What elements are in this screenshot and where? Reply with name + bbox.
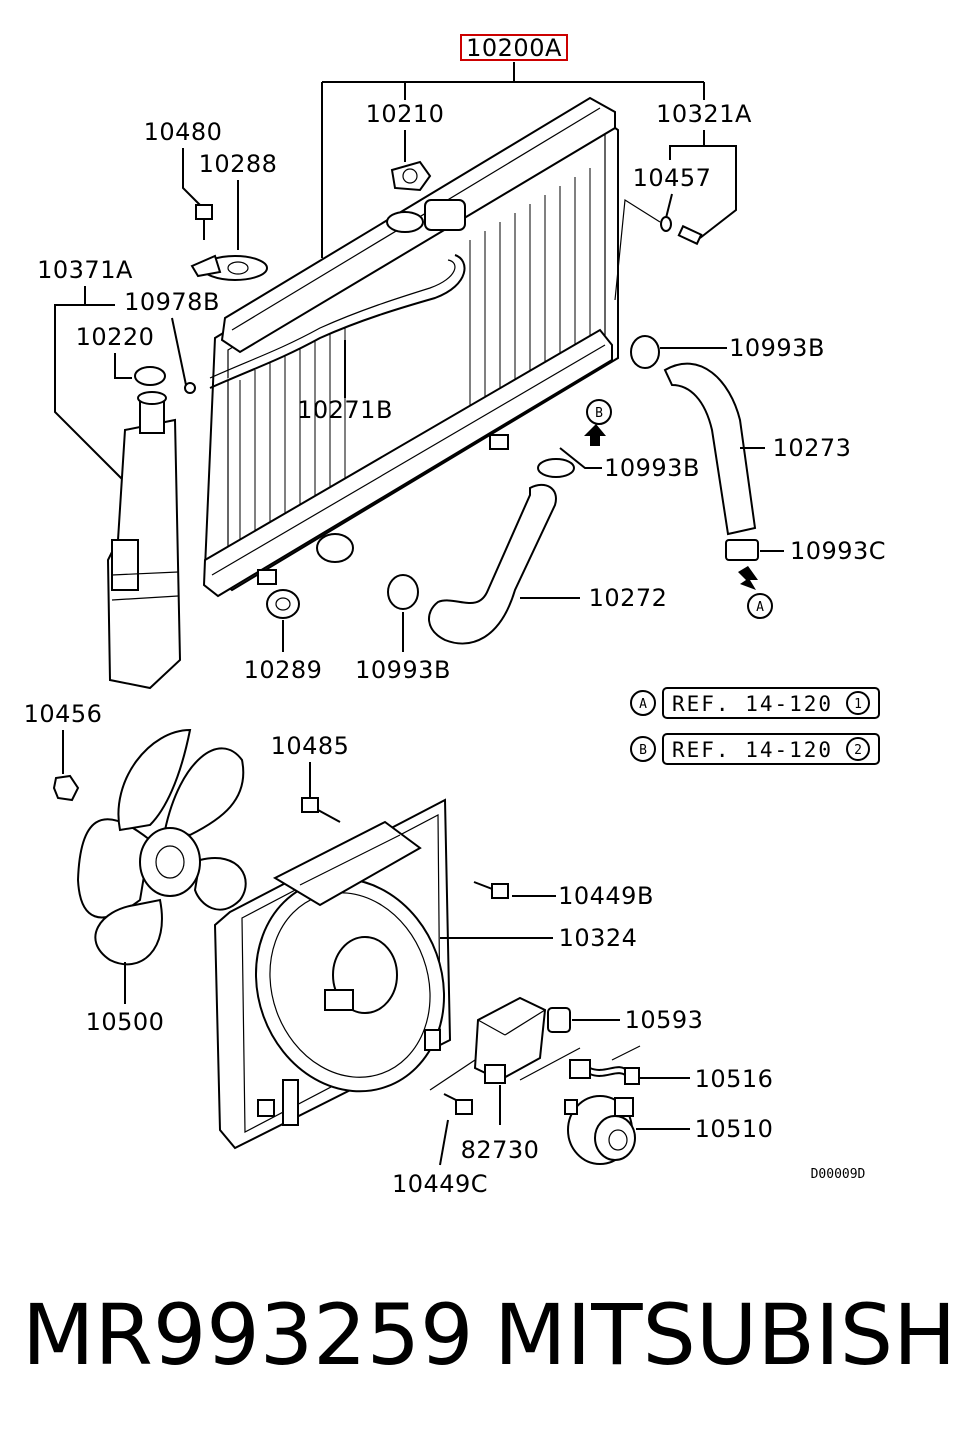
marker-a-lower: A: [747, 593, 773, 619]
label-10456[interactable]: 10456: [24, 700, 103, 728]
svg-text:2: 2: [854, 743, 862, 758]
connector-10593-part: [547, 1007, 571, 1033]
fan-shroud-10324-part: [213, 798, 452, 1150]
reference-row-b: B REF. 14-120 2: [630, 733, 880, 765]
label-10978B[interactable]: 10978B: [124, 288, 220, 316]
label-10371A[interactable]: 10371A: [37, 256, 133, 284]
arrow-up-icon: [584, 424, 606, 446]
label-10321A[interactable]: 10321A: [656, 100, 752, 128]
clamp-10993B-low-part: [387, 574, 419, 610]
clamp-10993B-top-part: [630, 335, 660, 369]
main-part-label[interactable]: 10200A: [466, 34, 562, 62]
svg-text:A: A: [639, 697, 647, 712]
label-10220[interactable]: 10220: [76, 323, 155, 351]
reference-row-a: A REF. 14-120 1: [630, 687, 880, 719]
radiator-core: [202, 96, 619, 598]
footer-part-number: MR993259: [22, 1286, 474, 1384]
bolt-10449C-part: [443, 1093, 473, 1115]
label-10273[interactable]: 10273: [773, 434, 852, 462]
bolt-10485-part: [301, 797, 341, 823]
label-10457[interactable]: 10457: [633, 164, 712, 192]
label-10324[interactable]: 10324: [559, 924, 638, 952]
footer-brand: MITSUBISHI: [494, 1286, 960, 1384]
radiator-cap-part: [390, 160, 432, 192]
radiator-fins: [239, 168, 591, 560]
main-part-highlight-box: [460, 34, 568, 61]
label-10593[interactable]: 10593: [625, 1006, 704, 1034]
label-10271B[interactable]: 10271B: [297, 396, 393, 424]
marker-b-upper: B: [586, 399, 612, 425]
label-10272[interactable]: 10272: [589, 584, 668, 612]
resistor-82730-part: [473, 996, 547, 1084]
clip-10978B-part: [184, 382, 196, 394]
reference-b-text[interactable]: REF. 14-120: [672, 738, 833, 762]
reservoir-cap-10220-part: [134, 366, 166, 386]
mount-10288-part: [190, 254, 268, 281]
lower-hose-10272-part: [428, 483, 557, 645]
reference-a-text[interactable]: REF. 14-120: [672, 692, 833, 716]
label-10289[interactable]: 10289: [244, 656, 323, 684]
bushing-10289-part: [266, 589, 300, 619]
label-10510[interactable]: 10510: [695, 1115, 774, 1143]
label-10993C[interactable]: 10993C: [790, 537, 886, 565]
diagram-code: D00009D: [811, 1167, 866, 1182]
svg-text:B: B: [595, 406, 603, 421]
washer-10457-part: [660, 216, 672, 232]
label-10449C[interactable]: 10449C: [392, 1170, 488, 1198]
label-10500[interactable]: 10500: [86, 1008, 165, 1036]
svg-text:1: 1: [854, 697, 862, 712]
label-10480[interactable]: 10480: [144, 118, 223, 146]
bolt-10449B-part: [473, 881, 509, 899]
label-82730[interactable]: 82730: [461, 1136, 540, 1164]
motor-10510-part: [564, 1095, 636, 1165]
label-10288[interactable]: 10288: [199, 150, 278, 178]
svg-text:A: A: [756, 600, 764, 615]
label-10993B-top[interactable]: 10993B: [729, 334, 825, 362]
upper-hose-10273-part: [663, 362, 757, 536]
fan-10500-part: [76, 728, 247, 966]
main-part-bracket: [321, 62, 705, 258]
label-10449B[interactable]: 10449B: [558, 882, 654, 910]
nut-10456-part: [52, 774, 80, 802]
sensor-10321A-part: [677, 224, 703, 246]
reservoir-tank-part: [106, 391, 182, 690]
bolt-10480-part: [195, 204, 213, 240]
label-10993B-low[interactable]: 10993B: [355, 656, 451, 684]
label-10485[interactable]: 10485: [271, 732, 350, 760]
label-10210[interactable]: 10210: [366, 100, 445, 128]
clamp-10993B-mid-part: [537, 458, 575, 478]
label-10516[interactable]: 10516: [695, 1065, 774, 1093]
arrow-down-icon: [738, 566, 758, 590]
svg-text:B: B: [639, 743, 647, 758]
label-10993B-mid[interactable]: 10993B: [604, 454, 700, 482]
clamp-10993C-part: [725, 539, 759, 561]
harness-10516-part: [569, 1045, 641, 1085]
